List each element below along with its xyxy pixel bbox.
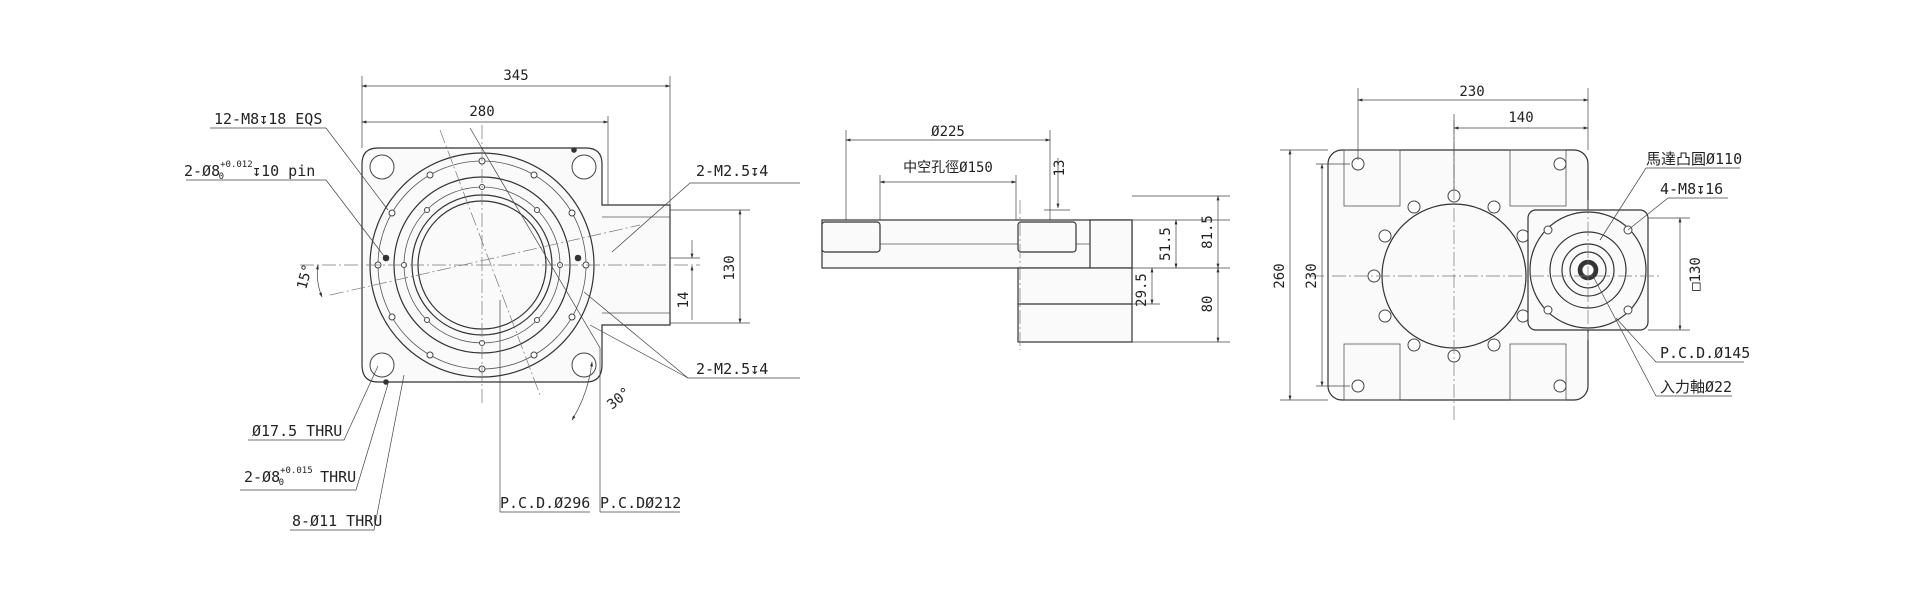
callout-input-shaft: 入力軸Ø22	[1660, 378, 1732, 396]
callout-8-o11-thru: 8-Ø11 THRU	[292, 512, 382, 530]
depth-icon: ↧	[252, 162, 261, 180]
dim-51-5: 51.5	[1158, 227, 1174, 261]
corner-block-tr	[1509, 149, 1567, 207]
top-view: 230 140 260 230 □130 馬達凸圓Ø110 4-M8↧16 P.…	[1272, 84, 1750, 420]
angle-15: 15°	[294, 262, 316, 291]
pin-marker-top	[571, 147, 577, 153]
dim-hollow-150: 中空孔徑Ø150	[903, 160, 993, 176]
corner-hole-bottom-left	[369, 352, 395, 378]
dim-o225: Ø225	[931, 124, 965, 140]
dim-29-5: 29.5	[1134, 273, 1150, 307]
dim-14: 14	[676, 292, 692, 309]
pin-marker-right	[574, 254, 582, 262]
callout-4-m8: 4-M8↧16	[1660, 180, 1723, 198]
corner-hole-bottom-right	[571, 352, 597, 378]
pin-marker-bottom	[383, 379, 389, 385]
dim-130: 130	[722, 255, 738, 280]
depth-icon: ↧	[750, 360, 759, 378]
callout-pcd-212: P.C.DØ212	[600, 494, 681, 512]
corner-block-bl	[1343, 343, 1401, 401]
side-step	[1089, 219, 1133, 269]
dim-140: 140	[1508, 110, 1533, 126]
callout-pcd-145: P.C.D.Ø145	[1660, 344, 1750, 362]
side-view: Ø225 中空孔徑Ø150 13 81.5 51.5 29.5 80	[821, 124, 1230, 350]
dim-230-side: 230	[1304, 263, 1320, 288]
dim-square-130: □130	[1688, 257, 1704, 291]
callout-2-m25-lower: 2-M2.5↧4	[696, 360, 768, 378]
dim-280: 280	[469, 104, 494, 120]
corner-hole-top-left	[369, 154, 395, 180]
dim-260: 260	[1272, 263, 1288, 288]
corner-block-br	[1509, 343, 1567, 401]
side-lower-housing	[1017, 267, 1133, 343]
pin-marker-left	[382, 254, 390, 262]
depth-icon: ↧	[750, 162, 759, 180]
dim-345: 345	[503, 68, 528, 84]
side-left-boss	[821, 221, 881, 253]
dim-230-top: 230	[1459, 84, 1484, 100]
side-right-boss	[1017, 221, 1077, 253]
dim-13: 13	[1052, 160, 1068, 177]
callout-pcd-296: P.C.D.Ø296	[500, 494, 590, 512]
corner-block-tl	[1343, 149, 1401, 207]
inner-bolt-holes	[401, 184, 563, 346]
callout-motor-boss: 馬達凸圓Ø110	[1646, 150, 1742, 168]
front-view: 345 280 130 14 15° 30° 12-M8↧18 EQS 2-Ø8…	[184, 68, 800, 531]
angle-30: 30°	[604, 385, 634, 414]
corner-hole-top-right	[571, 154, 597, 180]
dim-80: 80	[1200, 296, 1216, 313]
callout-2-m25-upper: 2-M2.5↧4	[696, 162, 768, 180]
callout-12-m8: 12-M8↧18 EQS	[214, 110, 322, 128]
depth-icon: ↧	[259, 110, 268, 128]
depth-icon: ↧	[1696, 180, 1705, 198]
dim-81-5: 81.5	[1200, 215, 1216, 249]
motor-bolts	[1543, 225, 1633, 315]
callout-o17-5-thru: Ø17.5 THRU	[252, 422, 342, 440]
